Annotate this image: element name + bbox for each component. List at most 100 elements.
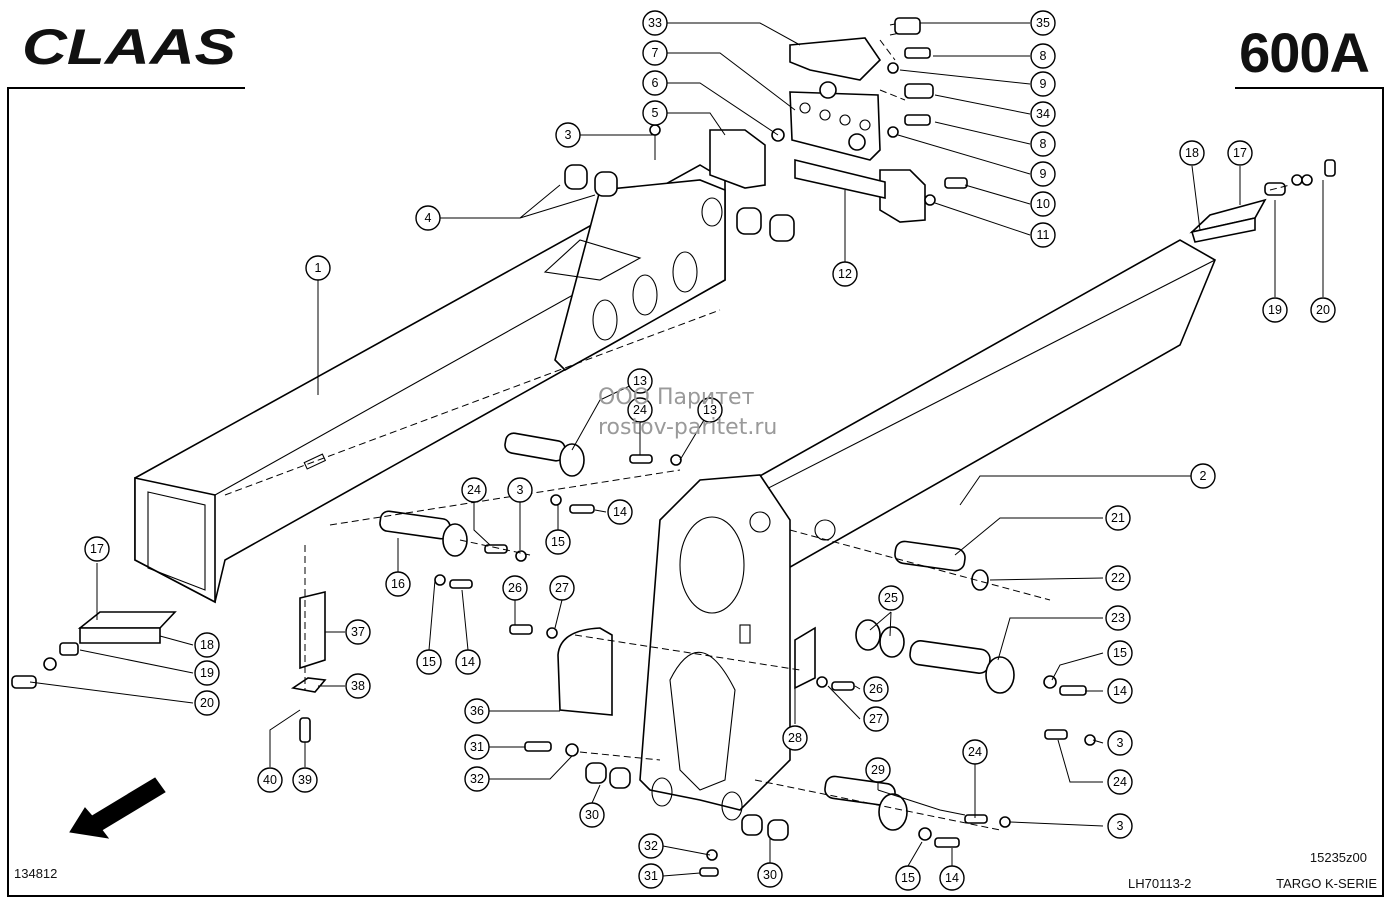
callout: 2 (1190, 463, 1216, 489)
svg-text:30: 30 (763, 868, 777, 882)
callout: 1 (305, 255, 331, 281)
watermark-url: rostov-paritet.ru (598, 415, 778, 440)
svg-text:24: 24 (968, 745, 982, 759)
svg-text:5: 5 (652, 106, 659, 120)
part-bushings-top (564, 164, 795, 242)
svg-text:27: 27 (555, 581, 569, 595)
svg-text:17: 17 (90, 542, 104, 556)
callout: 22 (1105, 565, 1131, 591)
svg-text:2: 2 (1200, 469, 1207, 483)
callout: 13 (627, 368, 653, 394)
callout: 15 (1107, 640, 1133, 666)
svg-text:29: 29 (871, 763, 885, 777)
callout: 24 (1107, 769, 1133, 795)
callout: 7 (642, 40, 668, 66)
svg-text:37: 37 (351, 625, 365, 639)
svg-text:12: 12 (838, 267, 852, 281)
callout: 15 (895, 865, 921, 891)
footer-doc-code: LH70113-2 (1128, 876, 1192, 891)
svg-text:31: 31 (644, 869, 658, 883)
callout: 19 (194, 660, 220, 686)
callout: 6 (642, 70, 668, 96)
part-inner-boom (134, 164, 726, 604)
footer-drawing-number: 15235z00 (1309, 850, 1367, 865)
svg-text:26: 26 (869, 682, 883, 696)
footer-series: TARGO K-SERIE (1276, 876, 1377, 891)
svg-text:13: 13 (703, 403, 717, 417)
svg-text:21: 21 (1111, 511, 1125, 525)
callout: 18 (194, 632, 220, 658)
svg-text:3: 3 (565, 128, 572, 142)
callout: 30 (757, 862, 783, 888)
svg-text:14: 14 (1113, 684, 1127, 698)
svg-text:31: 31 (470, 740, 484, 754)
callout: 14 (607, 499, 633, 525)
svg-text:13: 13 (633, 374, 647, 388)
callout: 13 (697, 397, 723, 423)
svg-text:10: 10 (1036, 197, 1050, 211)
callout: 40 (257, 767, 283, 793)
callout: 20 (194, 690, 220, 716)
svg-text:7: 7 (652, 46, 659, 60)
callout: 3 (507, 477, 533, 503)
callout: 26 (863, 676, 889, 702)
callout: 37 (345, 619, 371, 645)
callout: 20 (1310, 297, 1336, 323)
svg-text:34: 34 (1036, 107, 1050, 121)
part-top-brackets (709, 17, 968, 223)
callout: 26 (502, 575, 528, 601)
callout-group: 1 2 3 3 3 3 4 5 6 7 8 8 9 9 10 11 12 13 … (84, 10, 1336, 891)
callout: 3 (1107, 730, 1133, 756)
callout: 14 (1107, 678, 1133, 704)
callout: 30 (579, 802, 605, 828)
callout: 15 (545, 529, 571, 555)
svg-text:18: 18 (200, 638, 214, 652)
callout: 27 (863, 706, 889, 732)
svg-text:36: 36 (470, 704, 484, 718)
callout: 21 (1105, 505, 1131, 531)
assembly-lines (224, 39, 1291, 831)
svg-text:11: 11 (1037, 228, 1050, 242)
svg-text:8: 8 (1040, 49, 1047, 63)
callout: 9 (1030, 71, 1056, 97)
part-outer-boom (639, 239, 1217, 821)
svg-text:17: 17 (1233, 146, 1247, 160)
callout: 15 (416, 649, 442, 675)
callout: 3 (555, 122, 581, 148)
callout: 33 (642, 10, 668, 36)
svg-text:39: 39 (298, 773, 312, 787)
brand-logo-text: CLAAS (22, 20, 236, 70)
callout: 3 (1107, 813, 1133, 839)
svg-text:19: 19 (200, 666, 214, 680)
watermark: ООО Паритет rostov-paritet.ru (598, 383, 777, 443)
callout: 24 (627, 397, 653, 423)
svg-text:24: 24 (467, 483, 481, 497)
callout: 19 (1262, 297, 1288, 323)
svg-text:35: 35 (1036, 16, 1050, 30)
svg-text:25: 25 (884, 591, 898, 605)
callout: 24 (461, 477, 487, 503)
direction-arrow-icon (69, 777, 166, 839)
svg-text:9: 9 (1040, 167, 1047, 181)
svg-text:4: 4 (425, 211, 432, 225)
callout: 5 (642, 100, 668, 126)
callout: 39 (292, 767, 318, 793)
svg-text:14: 14 (461, 655, 475, 669)
callout: 27 (549, 575, 575, 601)
callout: 10 (1030, 191, 1056, 217)
svg-text:20: 20 (200, 696, 214, 710)
footer-left-id: 134812 (14, 866, 58, 881)
svg-text:6: 6 (652, 76, 659, 90)
callout: 35 (1030, 10, 1056, 36)
callout: 31 (638, 863, 664, 889)
svg-text:14: 14 (613, 505, 627, 519)
svg-text:28: 28 (788, 731, 802, 745)
svg-text:15: 15 (1113, 646, 1127, 660)
callout: 12 (832, 261, 858, 287)
svg-text:22: 22 (1111, 571, 1125, 585)
part-wear-pads (11, 174, 1313, 689)
svg-text:23: 23 (1111, 611, 1125, 625)
callout: 4 (415, 205, 441, 231)
title-frame-gap (245, 84, 1235, 92)
callout: 11 (1030, 222, 1056, 248)
